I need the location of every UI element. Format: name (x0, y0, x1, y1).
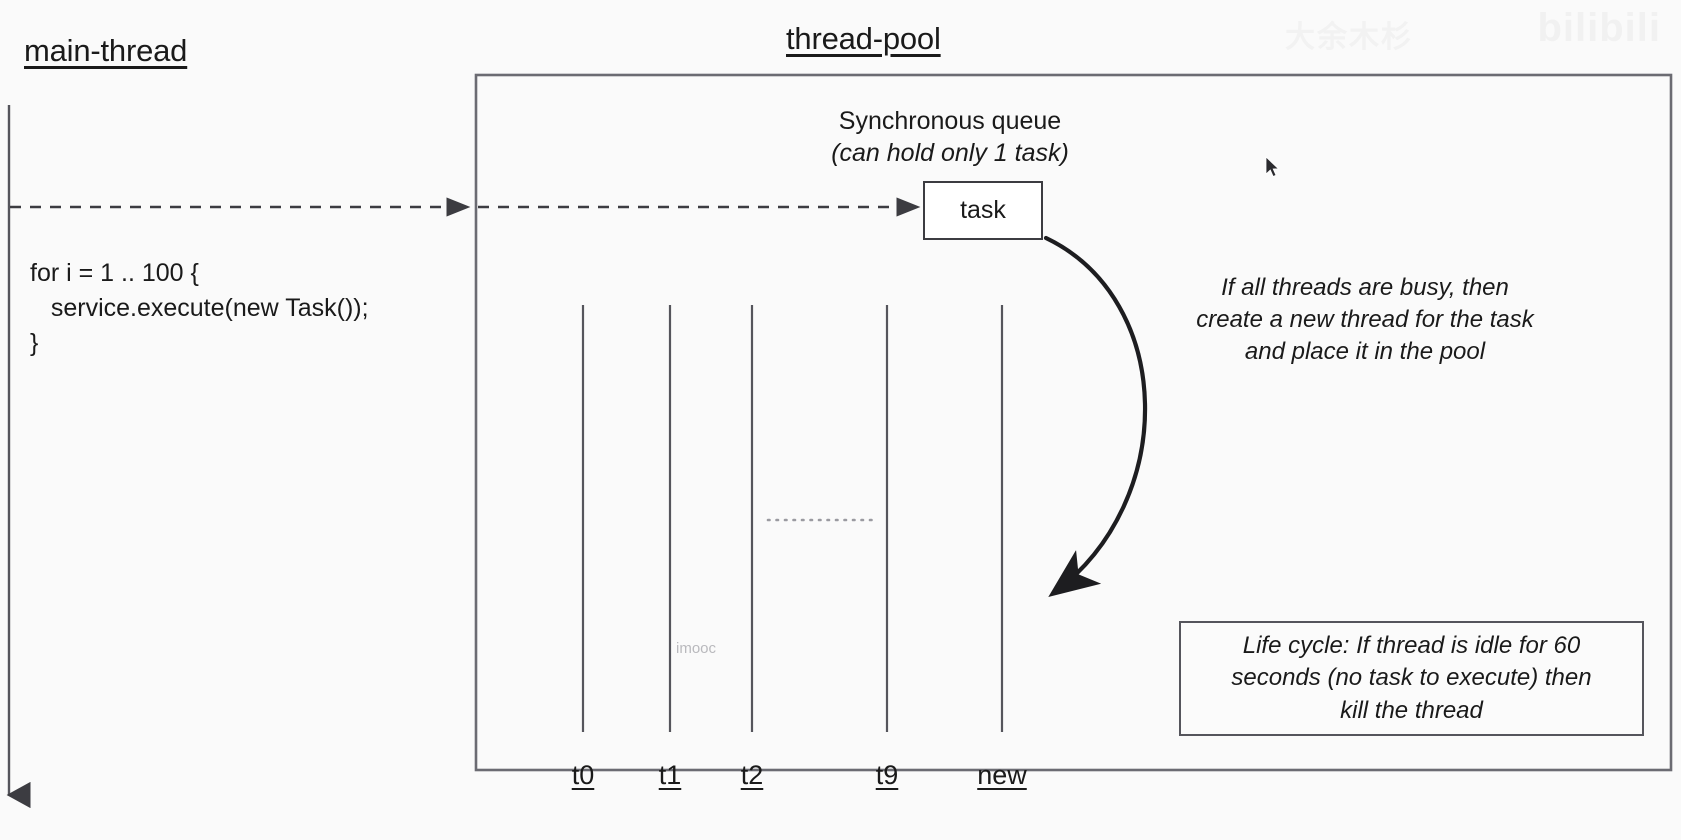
thread-label-t9: t9 (875, 760, 899, 790)
main-thread-title: main-thread (24, 33, 188, 68)
thread-label-new: new (977, 760, 1027, 790)
code-line-2: service.execute(new Task()); (30, 294, 369, 322)
busy-threads-note-line-2: create a new thread for the task (1196, 305, 1534, 333)
life-cycle-text: Life cycle: If thread is idle for 60 sec… (1217, 630, 1605, 728)
create-thread-curve (1043, 235, 1148, 598)
mouse-cursor (1265, 156, 1280, 178)
life-cycle-box: Life cycle: If thread is idle for 60 sec… (1179, 621, 1644, 736)
life-cycle-line-2: seconds (no task to execute) then (1231, 664, 1592, 692)
task-box-label: task (960, 196, 1006, 224)
thread-label-t0: t0 (571, 760, 595, 790)
synchronous-queue-subtitle: (can hold only 1 task) (831, 139, 1069, 167)
channel-watermark: 大余木杉 (1285, 21, 1413, 54)
code-line-1: for i = 1 .. 100 { (30, 259, 199, 287)
task-box[interactable]: task (923, 181, 1043, 240)
synchronous-queue-title: Synchronous queue (838, 107, 1062, 135)
busy-threads-note-line-1: If all threads are busy, then (1221, 274, 1509, 301)
imooc-watermark: imooc (676, 640, 717, 657)
thread-label-t1: t1 (658, 760, 682, 790)
life-cycle-line-1: Life cycle: If thread is idle for 60 (1242, 631, 1581, 659)
thread-pool-title: thread-pool (786, 21, 941, 56)
bilibili-watermark: bilibili (1537, 6, 1661, 50)
busy-threads-note: If all threads are busy, then create a n… (1168, 272, 1562, 368)
busy-threads-note-line-3: and place it in the pool (1244, 337, 1486, 365)
code-line-3: } (30, 329, 39, 357)
life-cycle-line-3: kill the thread (1340, 696, 1483, 724)
thread-label-t2: t2 (740, 760, 764, 790)
